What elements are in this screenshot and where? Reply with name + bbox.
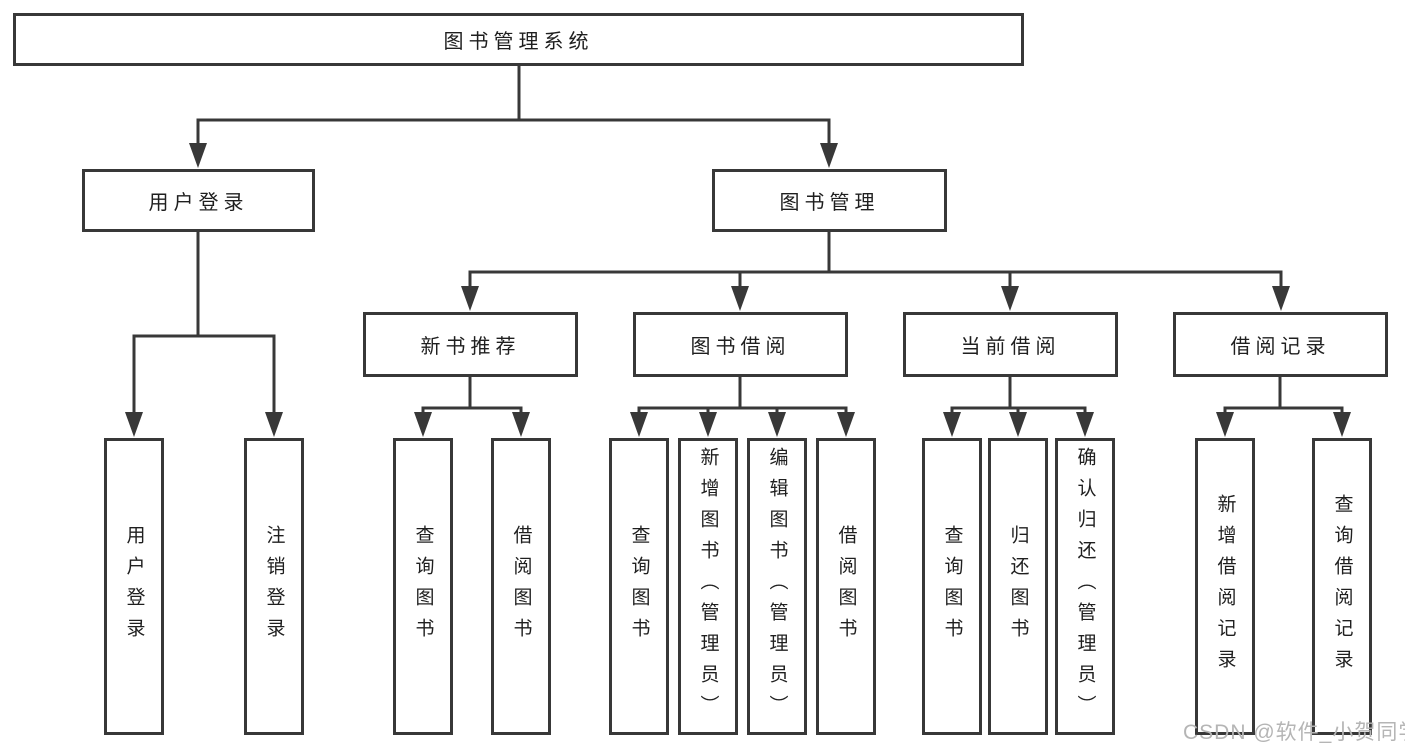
leaf-query-books-borrowing: 查询图书: [609, 438, 669, 735]
leaf-label: 新增借阅记录: [1214, 493, 1236, 680]
leaf-label: 确认归还（管理员）: [1074, 447, 1096, 726]
leaf-label: 借阅图书: [835, 524, 857, 649]
node-book-borrowing: 图书借阅: [633, 312, 848, 377]
leaf-label: 用户登录: [123, 524, 145, 649]
leaf-query-books-recommend: 查询图书: [393, 438, 453, 735]
leaf-label: 编辑图书（管理员）: [766, 447, 788, 726]
leaf-label: 查询图书: [628, 524, 650, 649]
leaf-user-login: 用户登录: [104, 438, 164, 735]
leaf-label: 归还图书: [1007, 524, 1029, 649]
node-current-borrowing: 当前借阅: [903, 312, 1118, 377]
leaf-label: 查询图书: [941, 524, 963, 649]
leaf-borrow-books-borrowing: 借阅图书: [816, 438, 876, 735]
arrowheads: [125, 143, 1351, 437]
leaf-label: 查询借阅记录: [1331, 493, 1353, 680]
node-book-management: 图书管理: [712, 169, 947, 232]
leaf-label: 查询图书: [412, 524, 434, 649]
leaf-add-books-admin: 新增图书（管理员）: [678, 438, 738, 735]
leaf-return-books: 归还图书: [988, 438, 1048, 735]
leaf-confirm-return-admin: 确认归还（管理员）: [1055, 438, 1115, 735]
leaf-add-borrow-record: 新增借阅记录: [1195, 438, 1255, 735]
csdn-watermark: CSDN @软件_小贺同学: [1183, 721, 1405, 744]
node-library-management-system: 图书管理系统: [13, 13, 1024, 66]
leaf-edit-books-admin: 编辑图书（管理员）: [747, 438, 807, 735]
leaf-query-borrow-record: 查询借阅记录: [1312, 438, 1372, 735]
leaf-borrow-books-recommend: 借阅图书: [491, 438, 551, 735]
leaf-label: 新增图书（管理员）: [697, 447, 719, 726]
node-new-book-recommendation: 新书推荐: [363, 312, 578, 377]
leaf-query-books-current: 查询图书: [922, 438, 982, 735]
node-borrowing-records: 借阅记录: [1173, 312, 1388, 377]
leaf-label: 注销登录: [263, 524, 285, 649]
leaf-logout: 注销登录: [244, 438, 304, 735]
node-user-login: 用户登录: [82, 169, 315, 232]
leaf-label: 借阅图书: [510, 524, 532, 649]
